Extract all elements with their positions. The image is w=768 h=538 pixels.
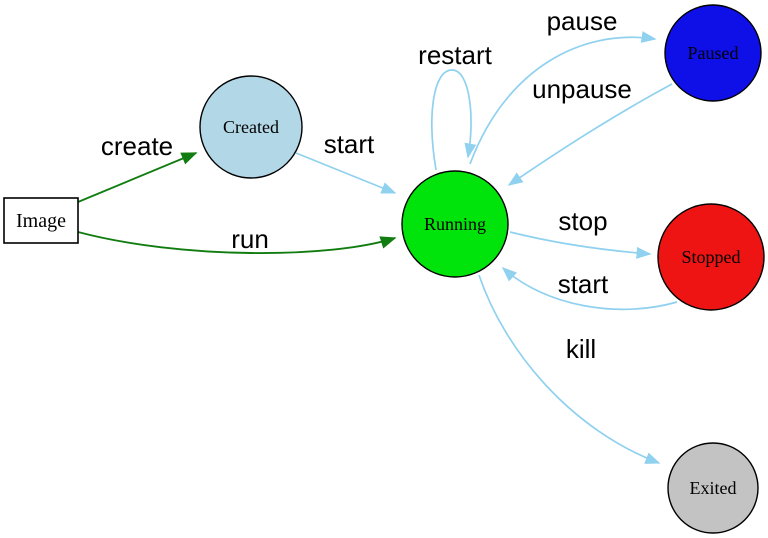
stopped-node-label: Stopped [681, 247, 740, 267]
node-exited: Exited [667, 442, 759, 534]
edge-run-arrow [77, 231, 397, 254]
edge-start-from-stopped-arrow [501, 266, 678, 311]
edge-label-restart: restart [418, 40, 492, 70]
image-node-label: Image [16, 210, 66, 232]
running-node-shape [401, 170, 509, 278]
edge-kill-arrow [478, 274, 661, 464]
edge-label-unpause: unpause [532, 74, 632, 104]
edge-label-run: run [231, 224, 269, 254]
edge-restart-loop-arrow [431, 69, 477, 171]
exited-node-shape [667, 442, 759, 534]
stopped-node-shape [657, 203, 765, 311]
paused-node-shape [664, 4, 762, 102]
paused-node-label: Paused [688, 43, 739, 63]
edge-create-arrow [77, 152, 198, 203]
created-node-shape [199, 75, 303, 179]
node-running: Running [401, 170, 509, 278]
created-node-label: Created [223, 117, 279, 137]
node-image: Image [3, 197, 79, 244]
edge-pause-arrow [469, 31, 657, 165]
edge-start-from-created-arrow [295, 152, 397, 194]
edge-unpause-arrow [507, 83, 673, 186]
edge-label-pause: pause [547, 6, 618, 36]
node-paused: Paused [664, 4, 762, 102]
running-node-label: Running [424, 214, 486, 234]
image-node-shape [3, 197, 79, 244]
node-stopped: Stopped [657, 203, 765, 311]
edge-label-create: create [101, 131, 173, 161]
edge-stop-arrow [509, 231, 652, 259]
edge-label-stop: stop [558, 206, 607, 236]
edge-label-start-from-stopped: start [558, 269, 609, 299]
edge-label-kill: kill [566, 334, 596, 364]
exited-node-label: Exited [690, 478, 737, 498]
node-created: Created [199, 75, 303, 179]
edge-label-start-from-created: start [324, 129, 375, 159]
